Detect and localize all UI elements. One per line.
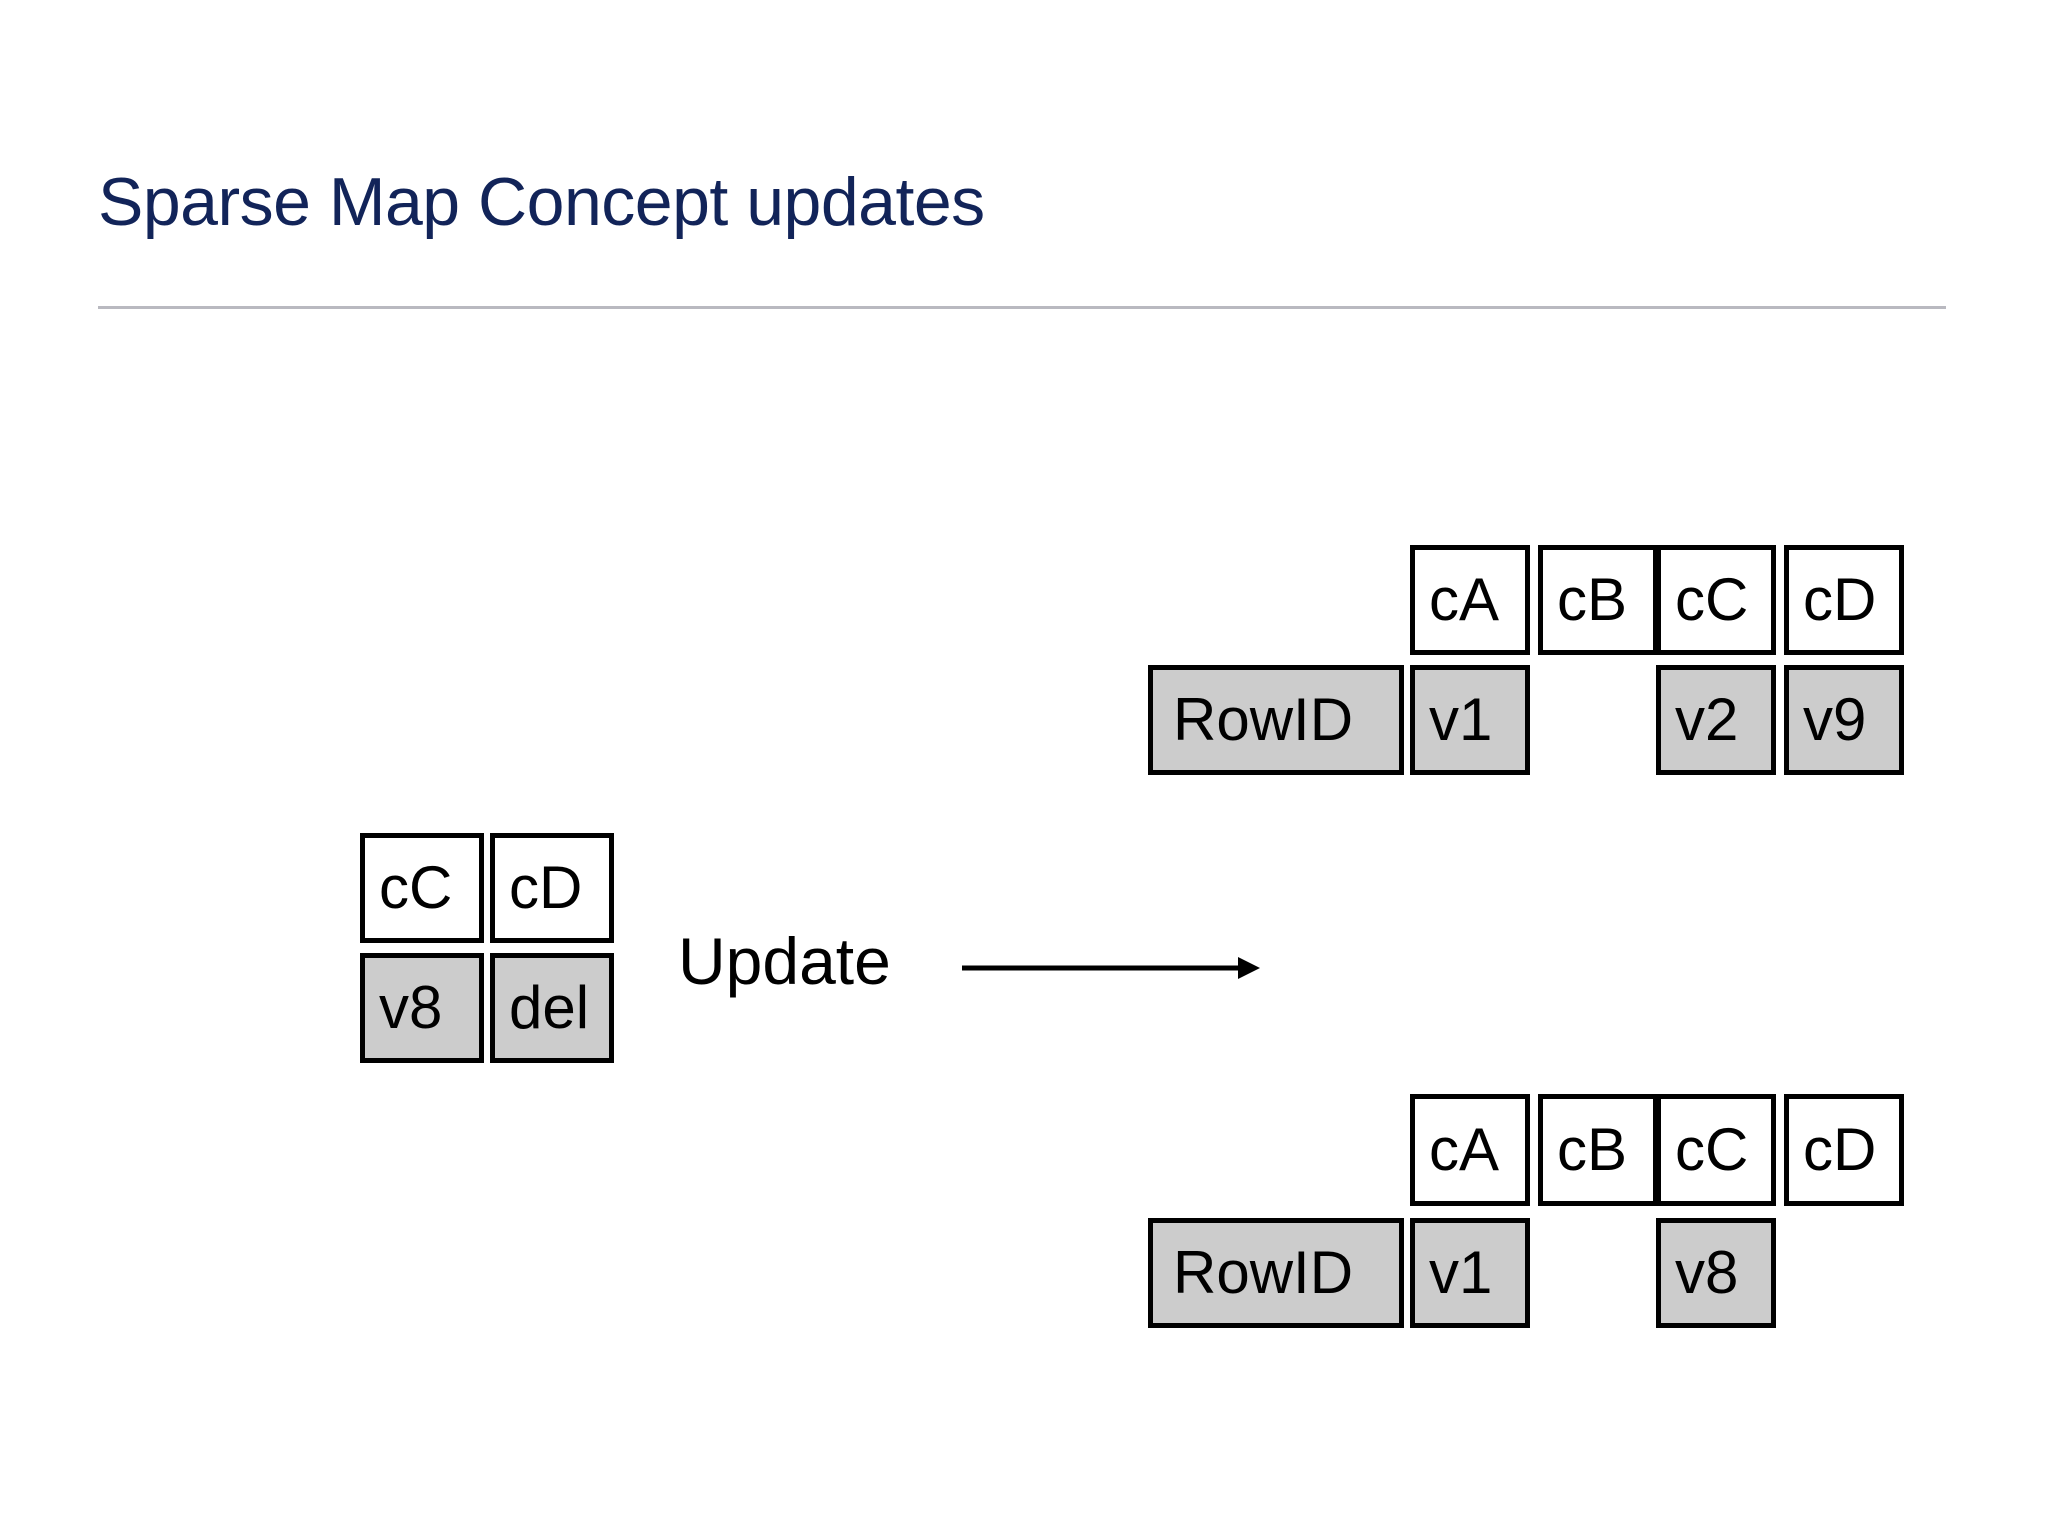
before-value-cell-cc: v2 [1656,665,1776,775]
before-header-cell-ca: cA [1410,545,1530,655]
after-rowid-cell: RowID [1148,1218,1404,1328]
page-title: Sparse Map Concept updates [98,164,985,240]
update-header-cell-cd: cD [490,833,614,943]
after-header-cell-ca: cA [1410,1094,1530,1206]
before-header-cell-cd: cD [1784,545,1904,655]
before-value-cell-cd: v9 [1784,665,1904,775]
before-value-cell-ca: v1 [1410,665,1530,775]
after-header-cell-cb: cB [1538,1094,1658,1206]
after-value-cell-cd [1784,1218,1904,1328]
before-value-cell-cb [1538,665,1658,775]
arrow-right-icon [962,957,1260,979]
update-value-cell-cd: del [490,953,614,1063]
update-header-cell-cc: cC [360,833,484,943]
before-header-cell-cb: cB [1538,545,1658,655]
update-value-cell-cc: v8 [360,953,484,1063]
update-label: Update [678,924,891,998]
before-rowid-cell: RowID [1148,665,1404,775]
after-value-cell-ca: v1 [1410,1218,1530,1328]
after-value-cell-cb [1538,1218,1658,1328]
after-header-cell-cc: cC [1656,1094,1776,1206]
title-divider [98,306,1946,309]
before-header-cell-cc: cC [1656,545,1776,655]
after-value-cell-cc: v8 [1656,1218,1776,1328]
after-header-cell-cd: cD [1784,1094,1904,1206]
